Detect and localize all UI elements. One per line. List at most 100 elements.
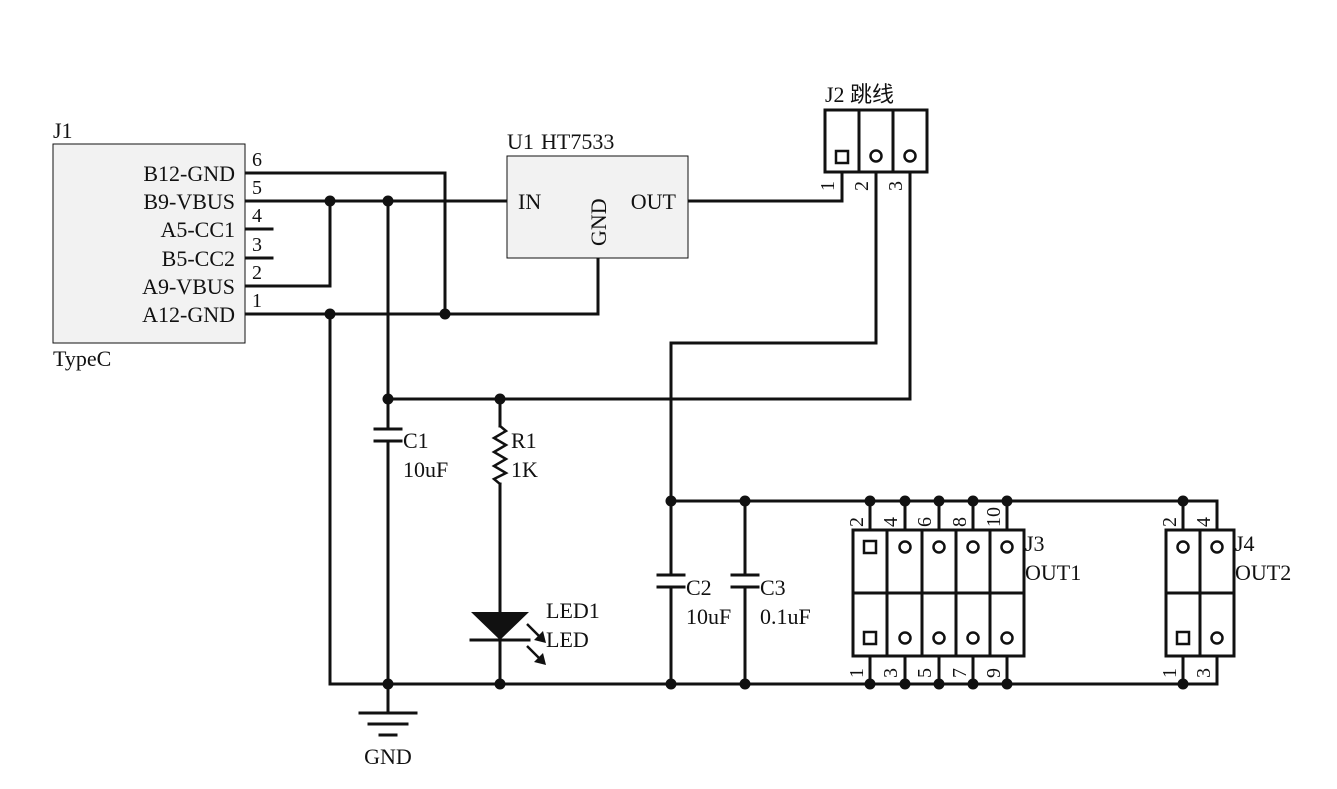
junction-dot	[967, 495, 979, 507]
junction-dot	[864, 495, 876, 507]
round-pin-icon	[1000, 631, 1014, 645]
j1-pin-name: A12-GND	[142, 302, 235, 327]
j4-header: J4 OUT2 2 4 1 3	[1159, 517, 1291, 678]
junction-dot	[494, 678, 506, 690]
junction-dot	[439, 308, 451, 320]
j1-pin-number: 5	[252, 177, 262, 199]
square-pin-icon	[1175, 630, 1191, 646]
junction-dot	[1177, 678, 1189, 690]
junction-dot	[382, 393, 394, 405]
c3-capacitor: C3 0.1uF	[730, 573, 811, 629]
u1-pin-gnd: GND	[586, 198, 611, 246]
led-triangle-icon	[471, 612, 529, 640]
wire-j3-top-pins	[868, 499, 1009, 548]
j1-value: TypeC	[53, 346, 111, 371]
junction-dot	[967, 678, 979, 690]
j1-ref: J1	[53, 118, 73, 143]
j1-pin-number: 1	[252, 290, 262, 312]
light-emission-icon	[526, 623, 546, 665]
j4-value: OUT2	[1235, 560, 1291, 585]
c1-ref: C1	[403, 428, 429, 453]
r1-resistor: R1 1K	[491, 424, 538, 486]
u1-value: HT7533	[541, 129, 614, 154]
junction-dot	[324, 308, 336, 320]
c2-value: 10uF	[686, 604, 731, 629]
j2-jumper: J2 跳线 1 2 3	[817, 82, 929, 191]
j4-ref: J4	[1235, 531, 1255, 556]
round-pin-icon	[966, 631, 980, 645]
square-pin-icon	[862, 630, 878, 646]
j3-pin-number: 5	[914, 668, 936, 678]
round-pin-icon	[932, 540, 946, 554]
round-pin-icon	[869, 149, 883, 163]
round-pin-icon	[903, 149, 917, 163]
wires	[243, 160, 1219, 714]
u1-pin-out: OUT	[631, 189, 677, 214]
j3-header: J3 OUT1 2 4 6 8 10 1 3 5 7 9	[846, 507, 1081, 678]
square-pin-icon	[862, 539, 878, 555]
r1-value: 1K	[511, 457, 538, 482]
j1-pin-number: 4	[252, 205, 262, 227]
u1-body	[506, 155, 689, 259]
junction-dot	[1001, 678, 1013, 690]
junction-dot	[382, 195, 394, 207]
round-pin-icon	[966, 540, 980, 554]
j4-pin-number: 1	[1159, 668, 1181, 678]
j3-pin-number: 2	[846, 517, 868, 527]
wire-a9-vbus	[243, 199, 332, 288]
wire-vbus-j2-3	[386, 160, 912, 401]
junction-dot	[739, 495, 751, 507]
u1-pin-in: IN	[518, 189, 541, 214]
round-pin-icon	[1176, 540, 1190, 554]
junction-dot	[665, 678, 677, 690]
c2-capacitor: C2 10uF	[656, 573, 731, 629]
j3-pin-number: 3	[880, 668, 902, 678]
junction-dot	[739, 678, 751, 690]
junction-dot	[1001, 495, 1013, 507]
c2-ref: C2	[686, 575, 712, 600]
wire-a12-gnd	[243, 256, 600, 316]
wire-j2-2	[669, 160, 878, 503]
j1-pin-number: 3	[252, 234, 262, 256]
j2-pin-number: 2	[851, 181, 873, 191]
round-pin-icon	[1000, 540, 1014, 554]
round-pin-icon	[898, 631, 912, 645]
resistor-zigzag-icon	[491, 424, 509, 486]
junction-dot	[665, 495, 677, 507]
wire-out-j2-1	[686, 162, 844, 203]
j1-body	[52, 143, 246, 344]
j3-ref: J3	[1025, 531, 1045, 556]
j1-pin-name: A5-CC1	[160, 217, 235, 242]
j1-pin-name: B12-GND	[143, 161, 235, 186]
j1-connector: J1 TypeC B12-GND B9-VBUS A5-CC1 B5-CC2 A…	[52, 118, 262, 371]
j3-value: OUT1	[1025, 560, 1081, 585]
c1-value: 10uF	[403, 457, 448, 482]
round-pin-icon	[1210, 631, 1224, 645]
junction-dot	[324, 195, 336, 207]
led1-value: LED	[546, 627, 589, 652]
j3-pin-number: 4	[880, 517, 902, 527]
j4-pin-number: 3	[1193, 668, 1215, 678]
j2-pin-number: 3	[885, 181, 907, 191]
square-pin-icon	[834, 149, 850, 165]
wire-b12-gnd	[243, 171, 447, 316]
j3-pin-number: 8	[949, 517, 971, 527]
c3-value: 0.1uF	[760, 604, 811, 629]
junction-dot	[1177, 495, 1189, 507]
ground-symbol: GND	[358, 711, 418, 769]
c3-ref: C3	[760, 575, 786, 600]
wire-gnd-rail	[328, 636, 1219, 686]
j3-pin-number: 1	[846, 668, 868, 678]
junction-dot	[933, 495, 945, 507]
junction-dot	[382, 678, 394, 690]
j1-pin-number: 2	[252, 262, 262, 284]
j4-pin-number: 4	[1193, 517, 1215, 527]
junction-dot	[899, 678, 911, 690]
j3-pin-number: 7	[949, 668, 971, 678]
j2-pin-number: 1	[817, 181, 839, 191]
round-pin-icon	[1210, 540, 1224, 554]
round-pin-icon	[932, 631, 946, 645]
c1-capacitor: C1 10uF	[373, 427, 448, 482]
wire-j3-bot-pins	[868, 636, 1009, 686]
